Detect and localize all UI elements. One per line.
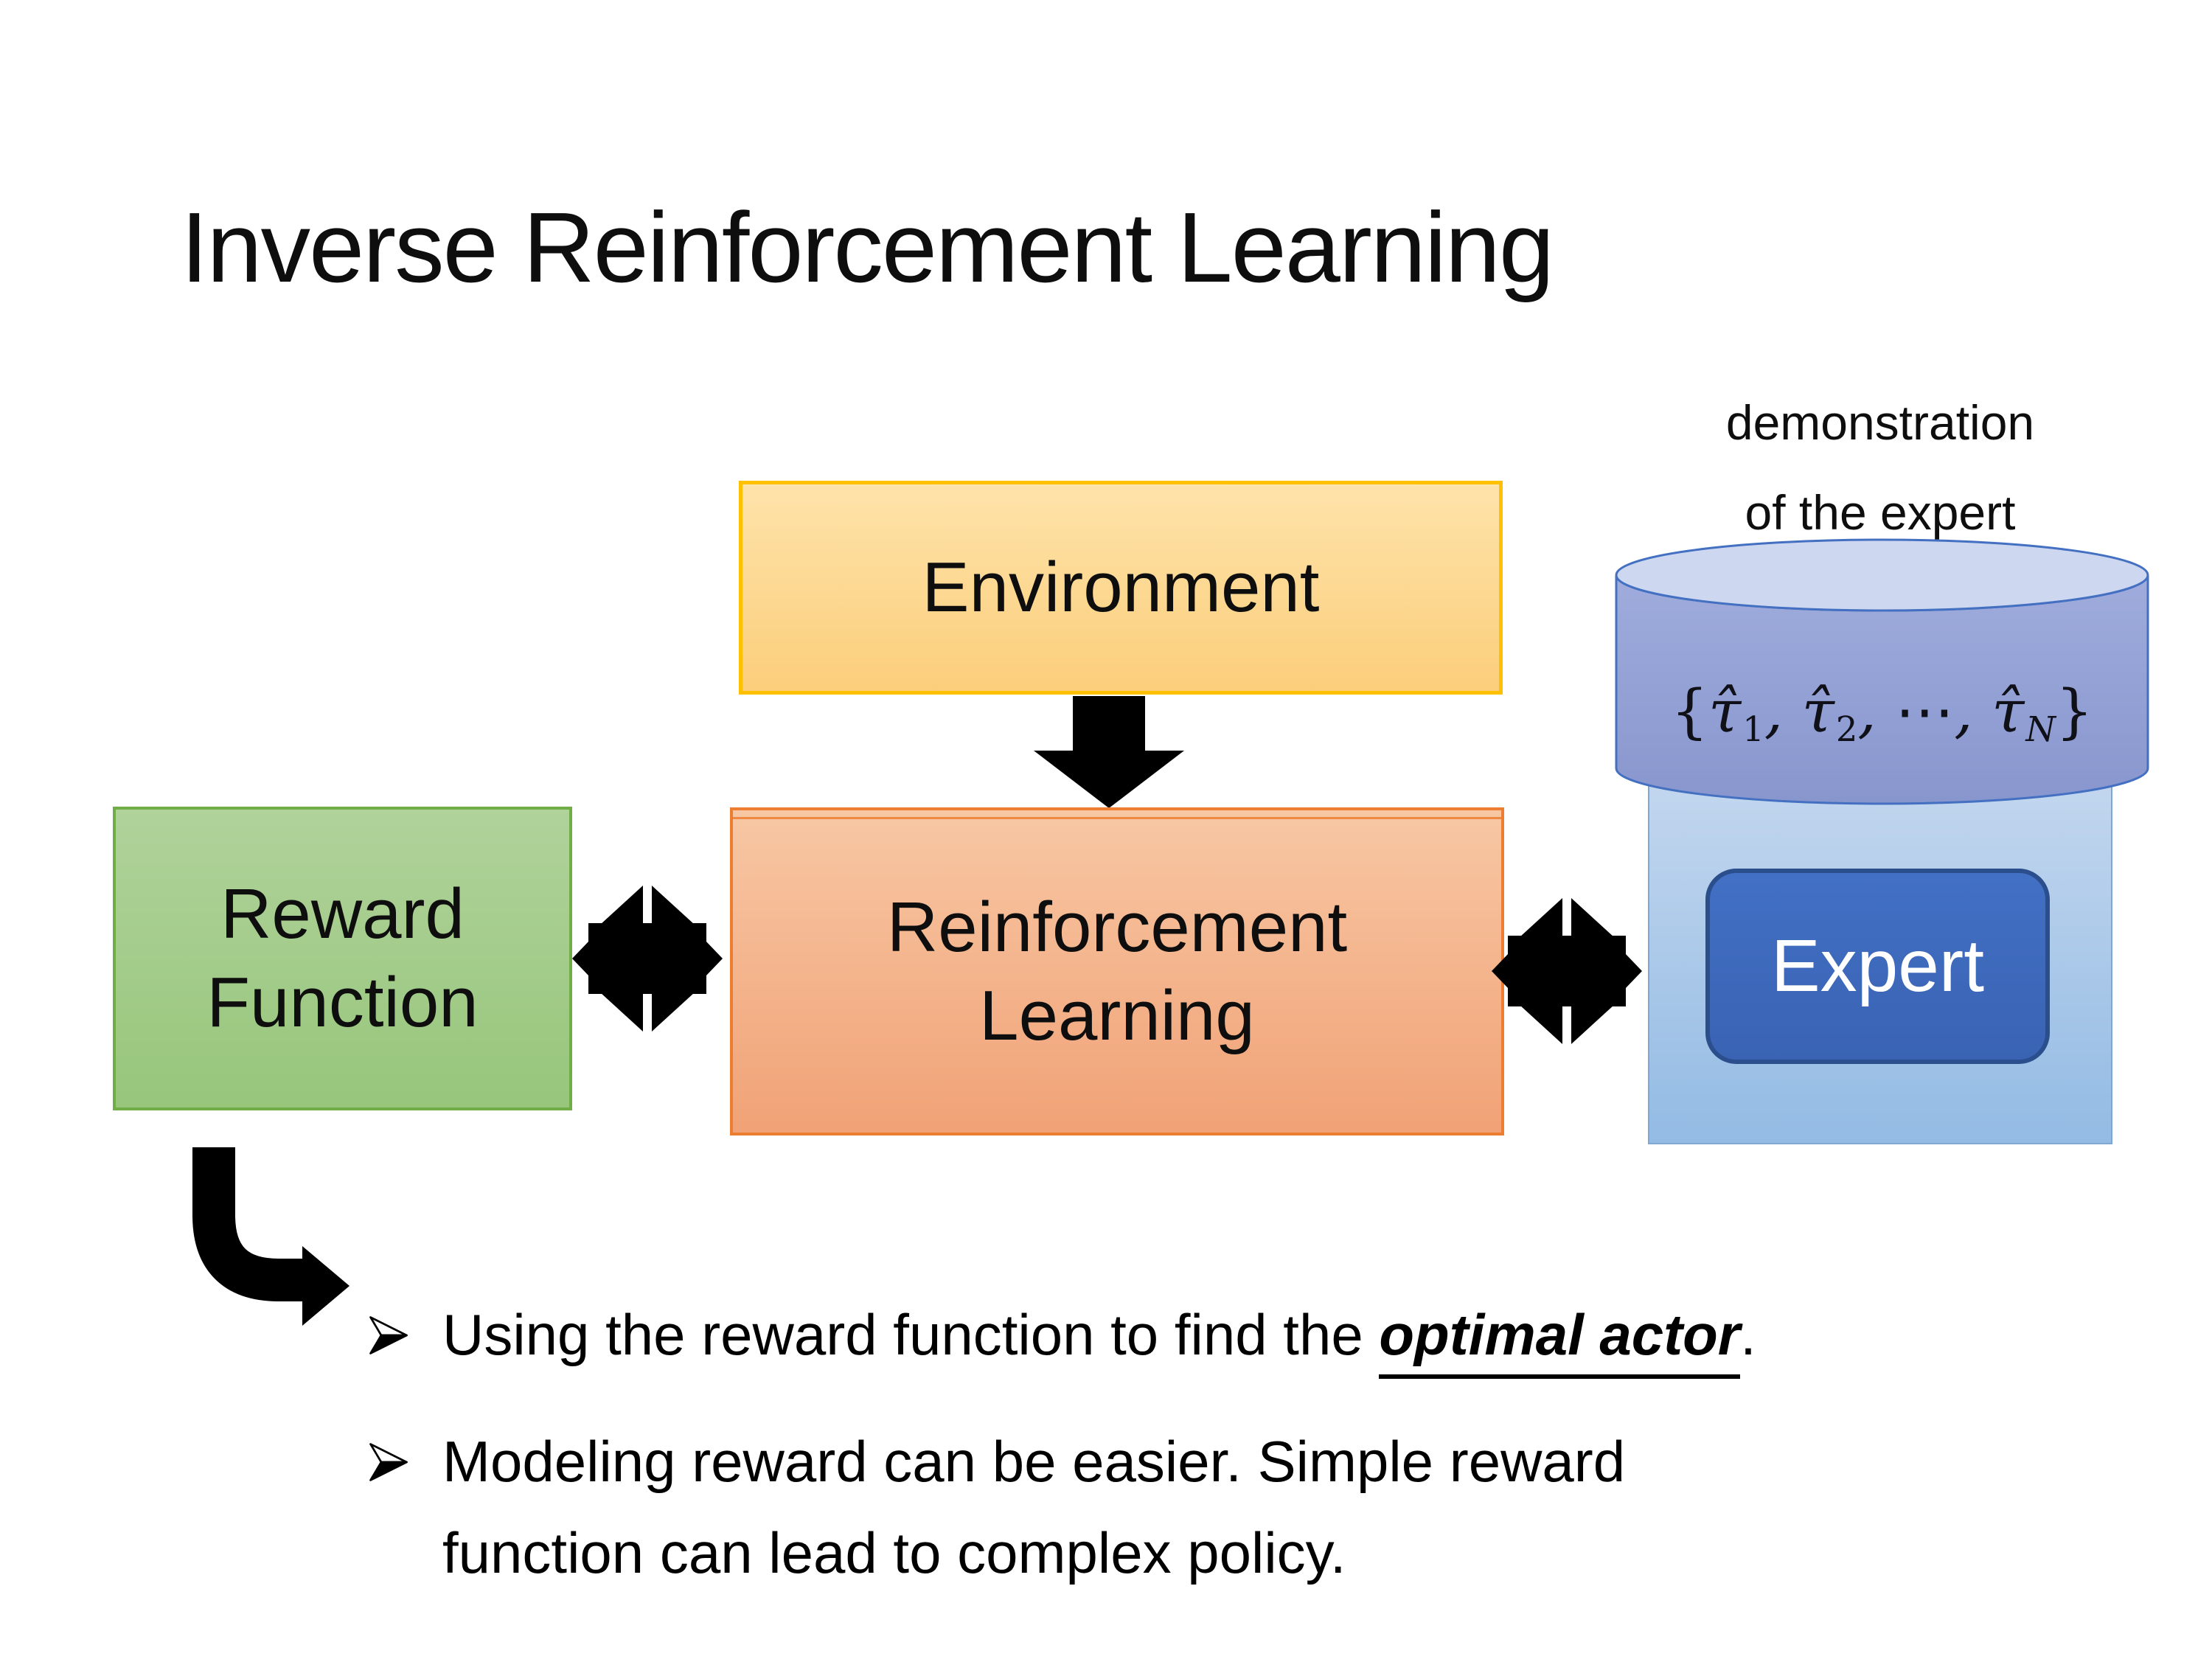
demonstration-caption: demonstration of the expert (1585, 378, 2175, 557)
trajectory-set-formula: {τ̂1, τ̂2, ⋯, τ̂N} (1614, 677, 2150, 749)
bullet-item-1: Using the reward function to find the op… (367, 1298, 1756, 1379)
formula-separator: , (1764, 677, 1802, 745)
bullet-1-post: . (1740, 1302, 1756, 1367)
demonstration-caption-line2: of the expert (1745, 485, 2016, 540)
environment-box: Environment (739, 481, 1503, 695)
reinforcement-learning-label-line2: Learning (979, 975, 1255, 1055)
expert-label: Expert (1770, 925, 1984, 1007)
bullet-1-emphasis-optimal-actor: optimal actor (1379, 1302, 1741, 1379)
bullet-arrowhead-icon (369, 1443, 408, 1481)
formula-tau-n: τ̂ (1992, 677, 2025, 745)
formula-separator: , (1954, 677, 1992, 745)
left-double-arrow-icon (572, 886, 723, 1032)
right-double-arrow-icon (1492, 898, 1642, 1044)
bullet-arrowhead-icon (369, 1316, 408, 1354)
formula-separator: , (1857, 677, 1896, 745)
formula-dots: ⋯ (1895, 677, 1955, 745)
elbow-arrow-icon (192, 1147, 349, 1326)
reinforcement-learning-label-line1: Reinforcement (886, 887, 1348, 967)
reward-function-label-line2: Function (206, 963, 479, 1042)
reward-function-label-line1: Reward (220, 874, 465, 953)
formula-close-brace: } (2056, 677, 2093, 745)
expert-box: Expert (1705, 869, 2050, 1064)
bullet-item-2: Modeling reward can be easier. Simple re… (367, 1416, 1625, 1599)
reward-function-box: Reward Function (113, 807, 572, 1110)
bullet-2-line2: function can lead to complex policy. (442, 1520, 1346, 1585)
formula-open-brace: { (1671, 677, 1708, 745)
formula-sub-1: 1 (1742, 709, 1764, 749)
environment-label: Environment (922, 548, 1320, 627)
formula-tau-2: τ̂ (1801, 677, 1834, 745)
bullet-2-text: Modeling reward can be easier. Simple re… (442, 1416, 1625, 1599)
demonstration-caption-line1: demonstration (1725, 395, 2035, 450)
formula-sub-2: 2 (1835, 709, 1858, 749)
down-arrow-icon (1034, 696, 1184, 808)
bullet-1-pre: Using the reward function to find the (442, 1302, 1380, 1367)
formula-sub-n: N (2025, 709, 2056, 749)
page-title: Inverse Reinforcement Learning (181, 192, 1554, 303)
database-cylinder-icon (1615, 538, 2149, 805)
bullet-1-text: Using the reward function to find the op… (442, 1298, 1756, 1379)
bullet-2-line1: Modeling reward can be easier. Simple re… (442, 1429, 1626, 1494)
reinforcement-learning-box: Reinforcement Learning (730, 807, 1504, 1135)
rl-box-inner-border (733, 817, 1501, 819)
formula-tau-1: τ̂ (1708, 677, 1742, 745)
